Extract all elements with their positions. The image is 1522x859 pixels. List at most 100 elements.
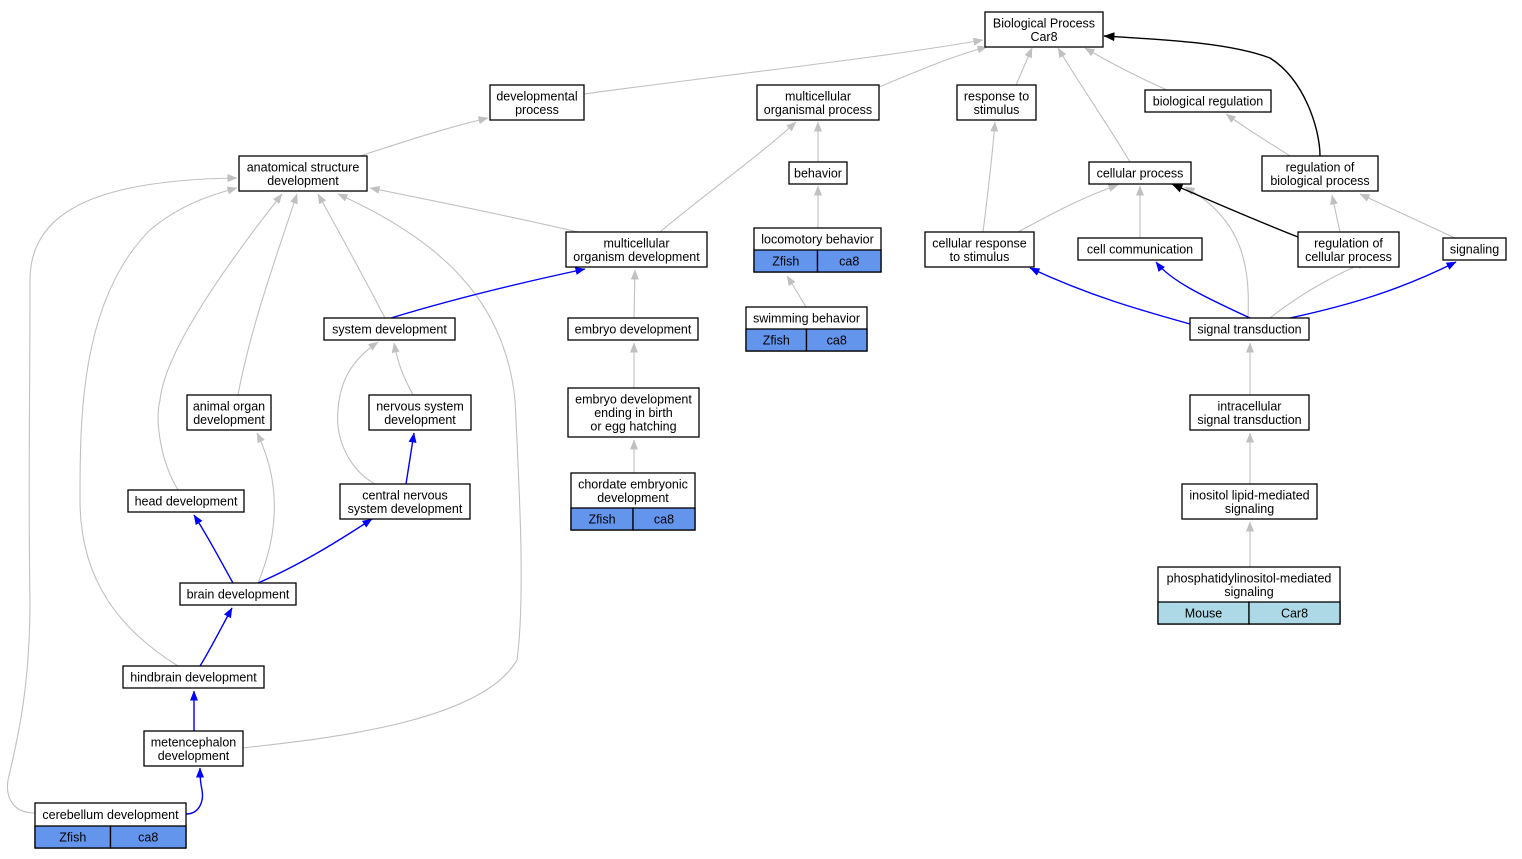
node-label-line: Car8 xyxy=(1030,30,1057,44)
go-term-node-sys-dev[interactable]: system development xyxy=(323,317,456,341)
gray-edge xyxy=(157,193,283,491)
node-box xyxy=(1442,237,1507,261)
node-label-line: regulation of xyxy=(1314,236,1383,250)
gray-edge xyxy=(1084,47,1168,91)
node-label-line: signaling xyxy=(1225,502,1274,516)
gray-edge xyxy=(1184,186,1249,319)
gray-edge xyxy=(242,193,522,749)
go-term-node-emb-dev[interactable]: embryo development xyxy=(567,317,699,341)
node-box xyxy=(756,84,880,121)
go-term-node-sig-trans[interactable]: signal transduction xyxy=(1189,317,1310,341)
node-label-line: response to xyxy=(964,89,1029,103)
species-label: Zfish xyxy=(763,334,790,348)
node-label-line: cellular process xyxy=(1305,250,1392,264)
node-label-line: process xyxy=(515,103,559,117)
node-label-line: organismal process xyxy=(764,103,872,117)
node-box xyxy=(143,730,244,767)
node-box xyxy=(567,317,699,341)
node-label-line: cellular process xyxy=(1097,167,1184,181)
node-box xyxy=(127,489,245,513)
gene-label: Car8 xyxy=(1281,607,1308,621)
gray-edge xyxy=(630,269,639,319)
node-label-line: development xyxy=(267,174,339,188)
node-box xyxy=(323,317,456,341)
node-box xyxy=(1144,89,1272,113)
gray-edge xyxy=(659,121,797,233)
node-label-line: biological regulation xyxy=(1153,95,1264,109)
species-label: Zfish xyxy=(588,513,615,527)
go-term-node-hind-dev[interactable]: hindbrain development xyxy=(122,665,265,689)
gray-edge xyxy=(982,121,999,233)
node-box xyxy=(339,483,471,520)
go-term-node-cell-comm[interactable]: cell communication xyxy=(1077,237,1203,261)
node-label-line: brain development xyxy=(187,588,290,602)
gene-cell xyxy=(816,249,882,273)
go-term-node-cell-proc[interactable]: cellular process xyxy=(1088,161,1192,185)
black-edge xyxy=(1103,32,1321,157)
species-label: Zfish xyxy=(772,255,799,269)
go-term-node-signaling[interactable]: signaling xyxy=(1442,237,1507,261)
blue-edge xyxy=(1029,267,1191,325)
node-box xyxy=(567,387,700,438)
go-term-node-brain-dev[interactable]: brain development xyxy=(179,582,297,606)
node-box xyxy=(1077,237,1203,261)
node-label-line: biological process xyxy=(1270,174,1369,188)
node-label-line: cellular response xyxy=(932,236,1027,250)
black-edge xyxy=(1171,183,1299,238)
node-box xyxy=(924,231,1035,268)
node-label-line: development xyxy=(158,749,230,763)
blue-edge xyxy=(185,767,205,815)
blue-edge xyxy=(390,267,586,319)
go-term-node-head-dev[interactable]: head development xyxy=(127,489,245,513)
go-term-node-pim[interactable]: phosphatidylinositol-mediatedsignalingMo… xyxy=(1157,566,1341,625)
node-label-line: metencephalon xyxy=(151,735,237,749)
gray-edge xyxy=(317,193,386,319)
gray-edge xyxy=(583,37,984,95)
node-label-line: signaling xyxy=(1450,243,1499,257)
gray-edge xyxy=(391,342,414,396)
node-box xyxy=(956,84,1037,121)
node-label-line: signal transduction xyxy=(1197,323,1301,337)
node-box xyxy=(1189,394,1310,431)
gray-edge xyxy=(1017,184,1119,233)
node-label-line: swimming behavior xyxy=(753,312,860,326)
node-box xyxy=(1261,155,1379,192)
gray-edge xyxy=(369,185,579,233)
go-term-node-bio-reg[interactable]: biological regulation xyxy=(1144,89,1272,113)
node-label-line: embryo development xyxy=(575,393,692,407)
go-term-node-behavior[interactable]: behavior xyxy=(788,161,848,185)
gray-edge xyxy=(79,186,238,667)
gray-edge xyxy=(1057,47,1131,163)
gray-edge xyxy=(6,174,238,814)
node-box xyxy=(984,11,1104,48)
gene-label: ca8 xyxy=(138,831,158,845)
node-label-line: animal organ xyxy=(193,399,265,413)
node-label-line: stimulus xyxy=(974,103,1020,117)
node-label-line: cerebellum development xyxy=(42,808,179,822)
node-label-line: locomotory behavior xyxy=(761,233,874,247)
gene-label: ca8 xyxy=(827,334,847,348)
gray-edge xyxy=(1225,113,1291,157)
node-label-line: hindbrain development xyxy=(130,671,257,685)
